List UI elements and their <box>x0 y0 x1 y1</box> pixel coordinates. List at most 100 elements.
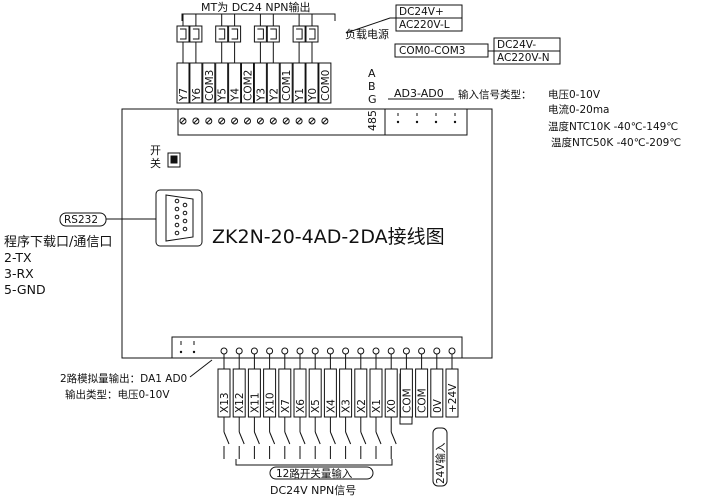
db9-pin <box>174 222 180 228</box>
output-relay-box <box>228 25 242 43</box>
output-relay-box <box>305 25 319 43</box>
screw-slot <box>296 118 302 124</box>
npn-label: DC24V NPN信号 <box>270 484 356 497</box>
mode-switch <box>167 152 181 168</box>
screw-slot <box>206 118 212 124</box>
top-terminal-label: Y3 <box>255 88 267 102</box>
input-switch <box>314 431 321 445</box>
ad-input-dot <box>396 120 400 124</box>
relay-symbol <box>257 28 264 40</box>
bottom-terminal-label: X10 <box>265 392 277 413</box>
relay-symbol <box>296 28 303 40</box>
bottom-terminal-screw <box>387 347 395 355</box>
input-switch <box>223 431 230 445</box>
ad-input-dot <box>434 120 438 124</box>
bottom-terminal-label: X12 <box>234 392 246 413</box>
top-terminal-label: COM0 <box>320 70 332 101</box>
output-relay-box <box>266 25 280 43</box>
db9-pin <box>174 206 180 212</box>
top-terminal-label: Y4 <box>230 88 242 102</box>
input-switch <box>253 431 260 445</box>
db9-pin <box>182 226 188 232</box>
screw-slot <box>193 118 199 124</box>
bottom-terminal-label: X7 <box>280 399 292 413</box>
input-switch <box>269 431 276 445</box>
bottom-terminal-screw <box>235 347 243 355</box>
bottom-terminal-label: X5 <box>310 399 322 413</box>
mode-switch-knob <box>170 155 178 164</box>
switch-off-label: 关 <box>150 156 161 170</box>
top-terminal-box <box>318 62 332 104</box>
ad-input-dot <box>453 120 457 124</box>
switch-on-label: 开 <box>150 144 161 157</box>
screw-slot <box>245 118 250 124</box>
screw-slot <box>270 118 276 124</box>
inputs-bracket <box>235 459 393 466</box>
terminal-b: B <box>368 80 376 93</box>
screw-slot <box>309 118 315 124</box>
bottom-terminal-screw <box>311 347 319 355</box>
input-switch <box>390 431 397 445</box>
top-terminal-box <box>202 62 216 104</box>
bottom-terminal-label: X4 <box>325 399 337 413</box>
bottom-terminal-screw <box>281 347 289 355</box>
bottom-terminal-strip <box>171 336 463 359</box>
ad-label: AD3-AD0 <box>394 87 444 100</box>
diagram-title: ZK2N-20-4AD-2DA接线图 <box>212 226 445 248</box>
screw-slot <box>258 118 263 124</box>
load-supply-label: 负载电源 <box>345 27 389 41</box>
bottom-terminal-label: COM <box>417 388 429 413</box>
db9-pin <box>182 218 188 224</box>
screw-slot <box>283 118 289 124</box>
bottom-terminal-label: +24V <box>447 383 459 413</box>
top-terminal-strip <box>177 108 468 136</box>
da-leader <box>189 359 213 378</box>
input-switch <box>284 431 291 445</box>
power-input-frame <box>432 427 448 487</box>
input-type-4: 温度NTC50K -40℃-209℃ <box>551 136 681 149</box>
output-relay-box <box>253 25 267 43</box>
db9-pin <box>174 230 180 236</box>
da-output-dot <box>179 350 183 354</box>
bottom-terminal-label: X13 <box>219 392 231 413</box>
rs232-line-4: 5-GND <box>4 282 46 297</box>
output-relay-box <box>215 25 229 43</box>
terminal-a: A <box>368 67 376 80</box>
bottom-terminal-label: X2 <box>356 399 368 413</box>
input-switch <box>375 431 382 445</box>
db9-shell <box>165 194 194 242</box>
db9-pin <box>182 202 188 208</box>
rs232-line-2: 2-TX <box>4 250 32 265</box>
bottom-terminal-screw <box>342 347 350 355</box>
screw-slot <box>180 118 186 124</box>
relay-symbol <box>180 28 187 40</box>
bottom-terminal-screw <box>266 347 274 355</box>
supply-pos-2: AC220V-L <box>399 19 450 31</box>
top-terminal-label: Y7 <box>178 88 190 102</box>
da-output-dot <box>192 350 196 354</box>
supply-pos-1: DC24V+ <box>399 6 444 18</box>
top-terminal-label: COM2 <box>243 70 255 101</box>
supply-neg-2: AC220V-N <box>497 52 550 64</box>
relay-symbol <box>309 28 316 40</box>
rs232-tag: RS232 <box>64 214 98 226</box>
db9-pins <box>174 198 188 236</box>
bottom-terminal-screw <box>402 347 410 355</box>
bottom-terminal-screw <box>220 347 228 355</box>
db9-housing <box>155 189 203 247</box>
supply-pos-leader <box>345 17 396 34</box>
input-switch <box>238 431 245 445</box>
output-relay-box <box>189 25 203 43</box>
relay-symbol <box>218 28 226 40</box>
bottom-terminal-label: X0 <box>386 399 398 413</box>
input-switch <box>345 431 352 445</box>
da-line-2: 输出类型：电压0-10V <box>65 388 170 401</box>
bottom-terminal-label: X3 <box>341 399 353 413</box>
rs485-label: 485 <box>366 110 379 131</box>
db9-pin <box>174 198 180 204</box>
relay-symbol <box>270 28 277 40</box>
da-line-1: 2路模拟量输出：DA1 AD0 <box>60 372 187 385</box>
top-terminal-box <box>241 62 254 104</box>
input-switch <box>329 431 336 445</box>
